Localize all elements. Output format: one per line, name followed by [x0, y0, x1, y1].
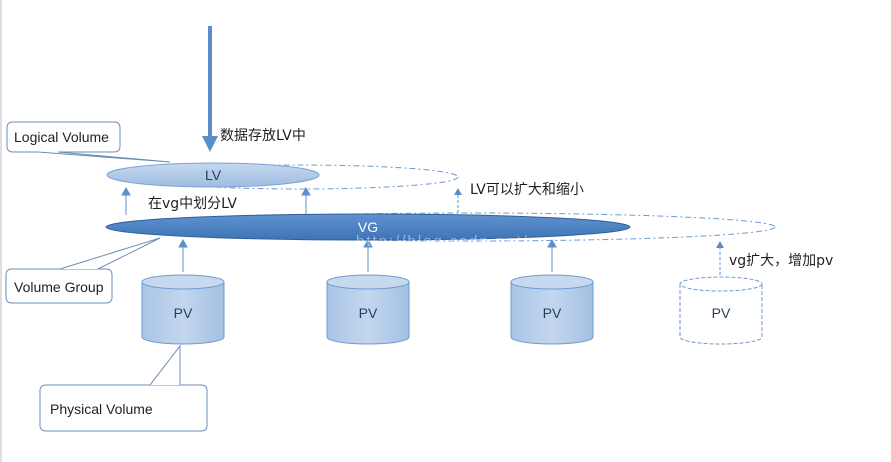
callout-logical-volume-text: Logical Volume [14, 129, 109, 145]
callout-volume-group-text: Volume Group [14, 279, 104, 295]
annotation-partition-lv: 在vg中划分LV [148, 196, 237, 212]
pv-cylinder-2: PV [326, 274, 410, 345]
vg-to-lv-dashed-arrow [454, 188, 462, 213]
pv-label: PV [543, 305, 562, 321]
pv-cylinder-new: PV [679, 276, 763, 345]
annotation-lv-resize: LV可以扩大和缩小 [470, 182, 584, 198]
callout-logical-volume: Logical Volume [6, 121, 171, 163]
annotation-vg-extend: vg扩大，增加pv [729, 253, 833, 269]
lv-label: LV [205, 167, 222, 183]
annotation-store-data: 数据存放LV中 [220, 128, 306, 144]
lv-ellipse [106, 162, 320, 188]
lv-expand-outline [141, 164, 459, 190]
pv-label: PV [174, 305, 193, 321]
vg-label: VG [358, 219, 378, 235]
pv-new-to-vg-dashed-arrow [716, 241, 724, 275]
callout-physical-volume-text: Physical Volume [50, 401, 153, 417]
pv-to-vg-arrows [178, 238, 557, 272]
vg-to-lv-arrows [121, 186, 311, 215]
pv-new-label: PV [712, 305, 731, 321]
callout-volume-group: Volume Group [5, 237, 161, 304]
pv-label: PV [359, 305, 378, 321]
pv-cylinder-3: PV [510, 274, 594, 345]
data-input-arrow [202, 26, 218, 152]
pv-cylinder-1: PV [141, 274, 225, 345]
watermark: http://blog.csdn.net/ [356, 233, 529, 250]
callout-physical-volume: Physical Volume [39, 344, 208, 432]
